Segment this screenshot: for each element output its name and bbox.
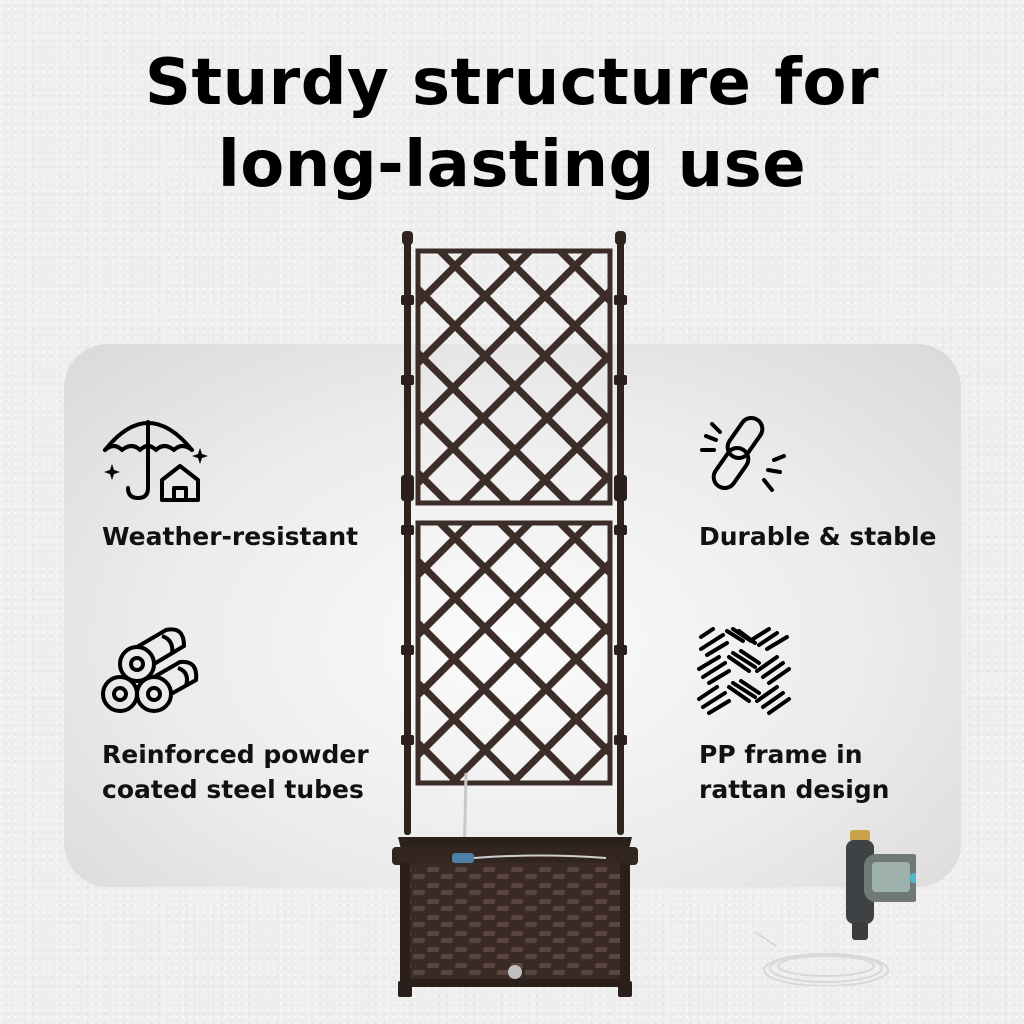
feature-steel-label: Reinforced powder coated steel tubes bbox=[102, 737, 369, 807]
chain-link-icon bbox=[700, 415, 786, 492]
trellis-planter-image bbox=[392, 231, 638, 997]
title-line-1: Sturdy structure for bbox=[144, 46, 880, 120]
feature-steel-line-2: coated steel tubes bbox=[102, 775, 364, 804]
water-timer-image bbox=[756, 830, 916, 986]
feature-rattan-line-2: rattan design bbox=[699, 775, 890, 804]
rattan-weave-icon bbox=[697, 627, 791, 715]
feature-panel bbox=[64, 344, 961, 887]
feature-durable-label: Durable & stable bbox=[699, 522, 937, 551]
steel-tubes-icon bbox=[101, 627, 199, 713]
feature-rattan-label: PP frame in rattan design bbox=[699, 737, 889, 807]
feature-steel-line-1: Reinforced powder bbox=[102, 740, 369, 769]
umbrella-house-icon bbox=[103, 420, 208, 502]
title-line-2: long-lasting use bbox=[217, 128, 807, 202]
feature-weather-label: Weather-resistant bbox=[102, 522, 359, 551]
feature-rattan-line-1: PP frame in bbox=[699, 740, 863, 769]
page-title: Sturdy structure for long-lasting use bbox=[0, 42, 1024, 206]
